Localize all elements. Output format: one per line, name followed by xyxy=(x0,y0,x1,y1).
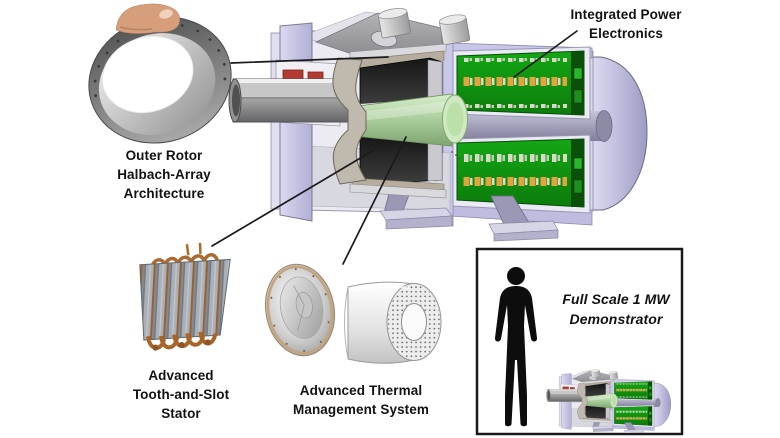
inset-label-line2: Demonstrator xyxy=(569,311,663,327)
leader-line-power-electronics xyxy=(513,30,578,78)
thermal-label-line1: Advanced Thermal xyxy=(299,383,423,398)
leader-lines xyxy=(211,30,578,265)
inset-label: Full Scale 1 MW Demonstrator xyxy=(546,289,686,329)
power-electronics-board-upper xyxy=(451,46,591,120)
outer-rotor-label-line1: Outer Rotor xyxy=(125,148,203,163)
bearing-trumpet xyxy=(332,57,367,185)
drive-shaft xyxy=(228,78,353,123)
inset-panel xyxy=(475,247,684,436)
power-electronics-label-line1: Integrated Power xyxy=(570,7,682,22)
inset-label-line1: Full Scale 1 MW xyxy=(562,291,670,307)
outer-rotor-label-line3: Architecture xyxy=(123,186,205,201)
copper-end-windings-bottom xyxy=(146,331,218,351)
stator-label-line2: Tooth-and-Slot xyxy=(132,387,230,402)
stator-label-line1: Advanced xyxy=(148,368,214,383)
power-electronics-label-line2: Electronics xyxy=(589,26,663,41)
thermal-dish-photo xyxy=(264,263,336,357)
stator-assembly-lower xyxy=(349,131,447,199)
stator-label: Advanced Tooth-and-Slot Stator xyxy=(101,366,261,423)
stator-label-line3: Stator xyxy=(161,406,201,421)
thermal-sleeve-render xyxy=(344,281,442,364)
power-electronics-label: Integrated Power Electronics xyxy=(536,5,716,43)
dish-bolt-holes xyxy=(270,268,330,352)
rotor-shaft-green xyxy=(353,93,468,147)
thermal-label: Advanced Thermal Management System xyxy=(271,381,451,419)
human-silhouette xyxy=(494,267,538,427)
outer-rotor-label: Outer Rotor Halbach-Array Architecture xyxy=(84,146,244,203)
stator-photo xyxy=(139,242,231,351)
thermal-label-line2: Management System xyxy=(293,402,429,417)
top-connector-post-right xyxy=(439,14,471,46)
outer-rotor-photo xyxy=(88,3,232,144)
stator-laminations xyxy=(139,258,231,341)
leader-line-outer-rotor xyxy=(230,56,389,64)
power-electronics-board-lower xyxy=(451,134,591,214)
mounting-foot-right xyxy=(488,195,559,242)
top-connector-post-left xyxy=(378,8,411,39)
leader-line-thermal xyxy=(342,136,407,265)
rotor-ring xyxy=(88,16,232,144)
hand-finger xyxy=(115,3,180,34)
motor-cutaway-render xyxy=(228,8,648,242)
outer-rotor-label-line2: Halbach-Array xyxy=(117,167,211,182)
leader-line-stator xyxy=(211,149,375,247)
